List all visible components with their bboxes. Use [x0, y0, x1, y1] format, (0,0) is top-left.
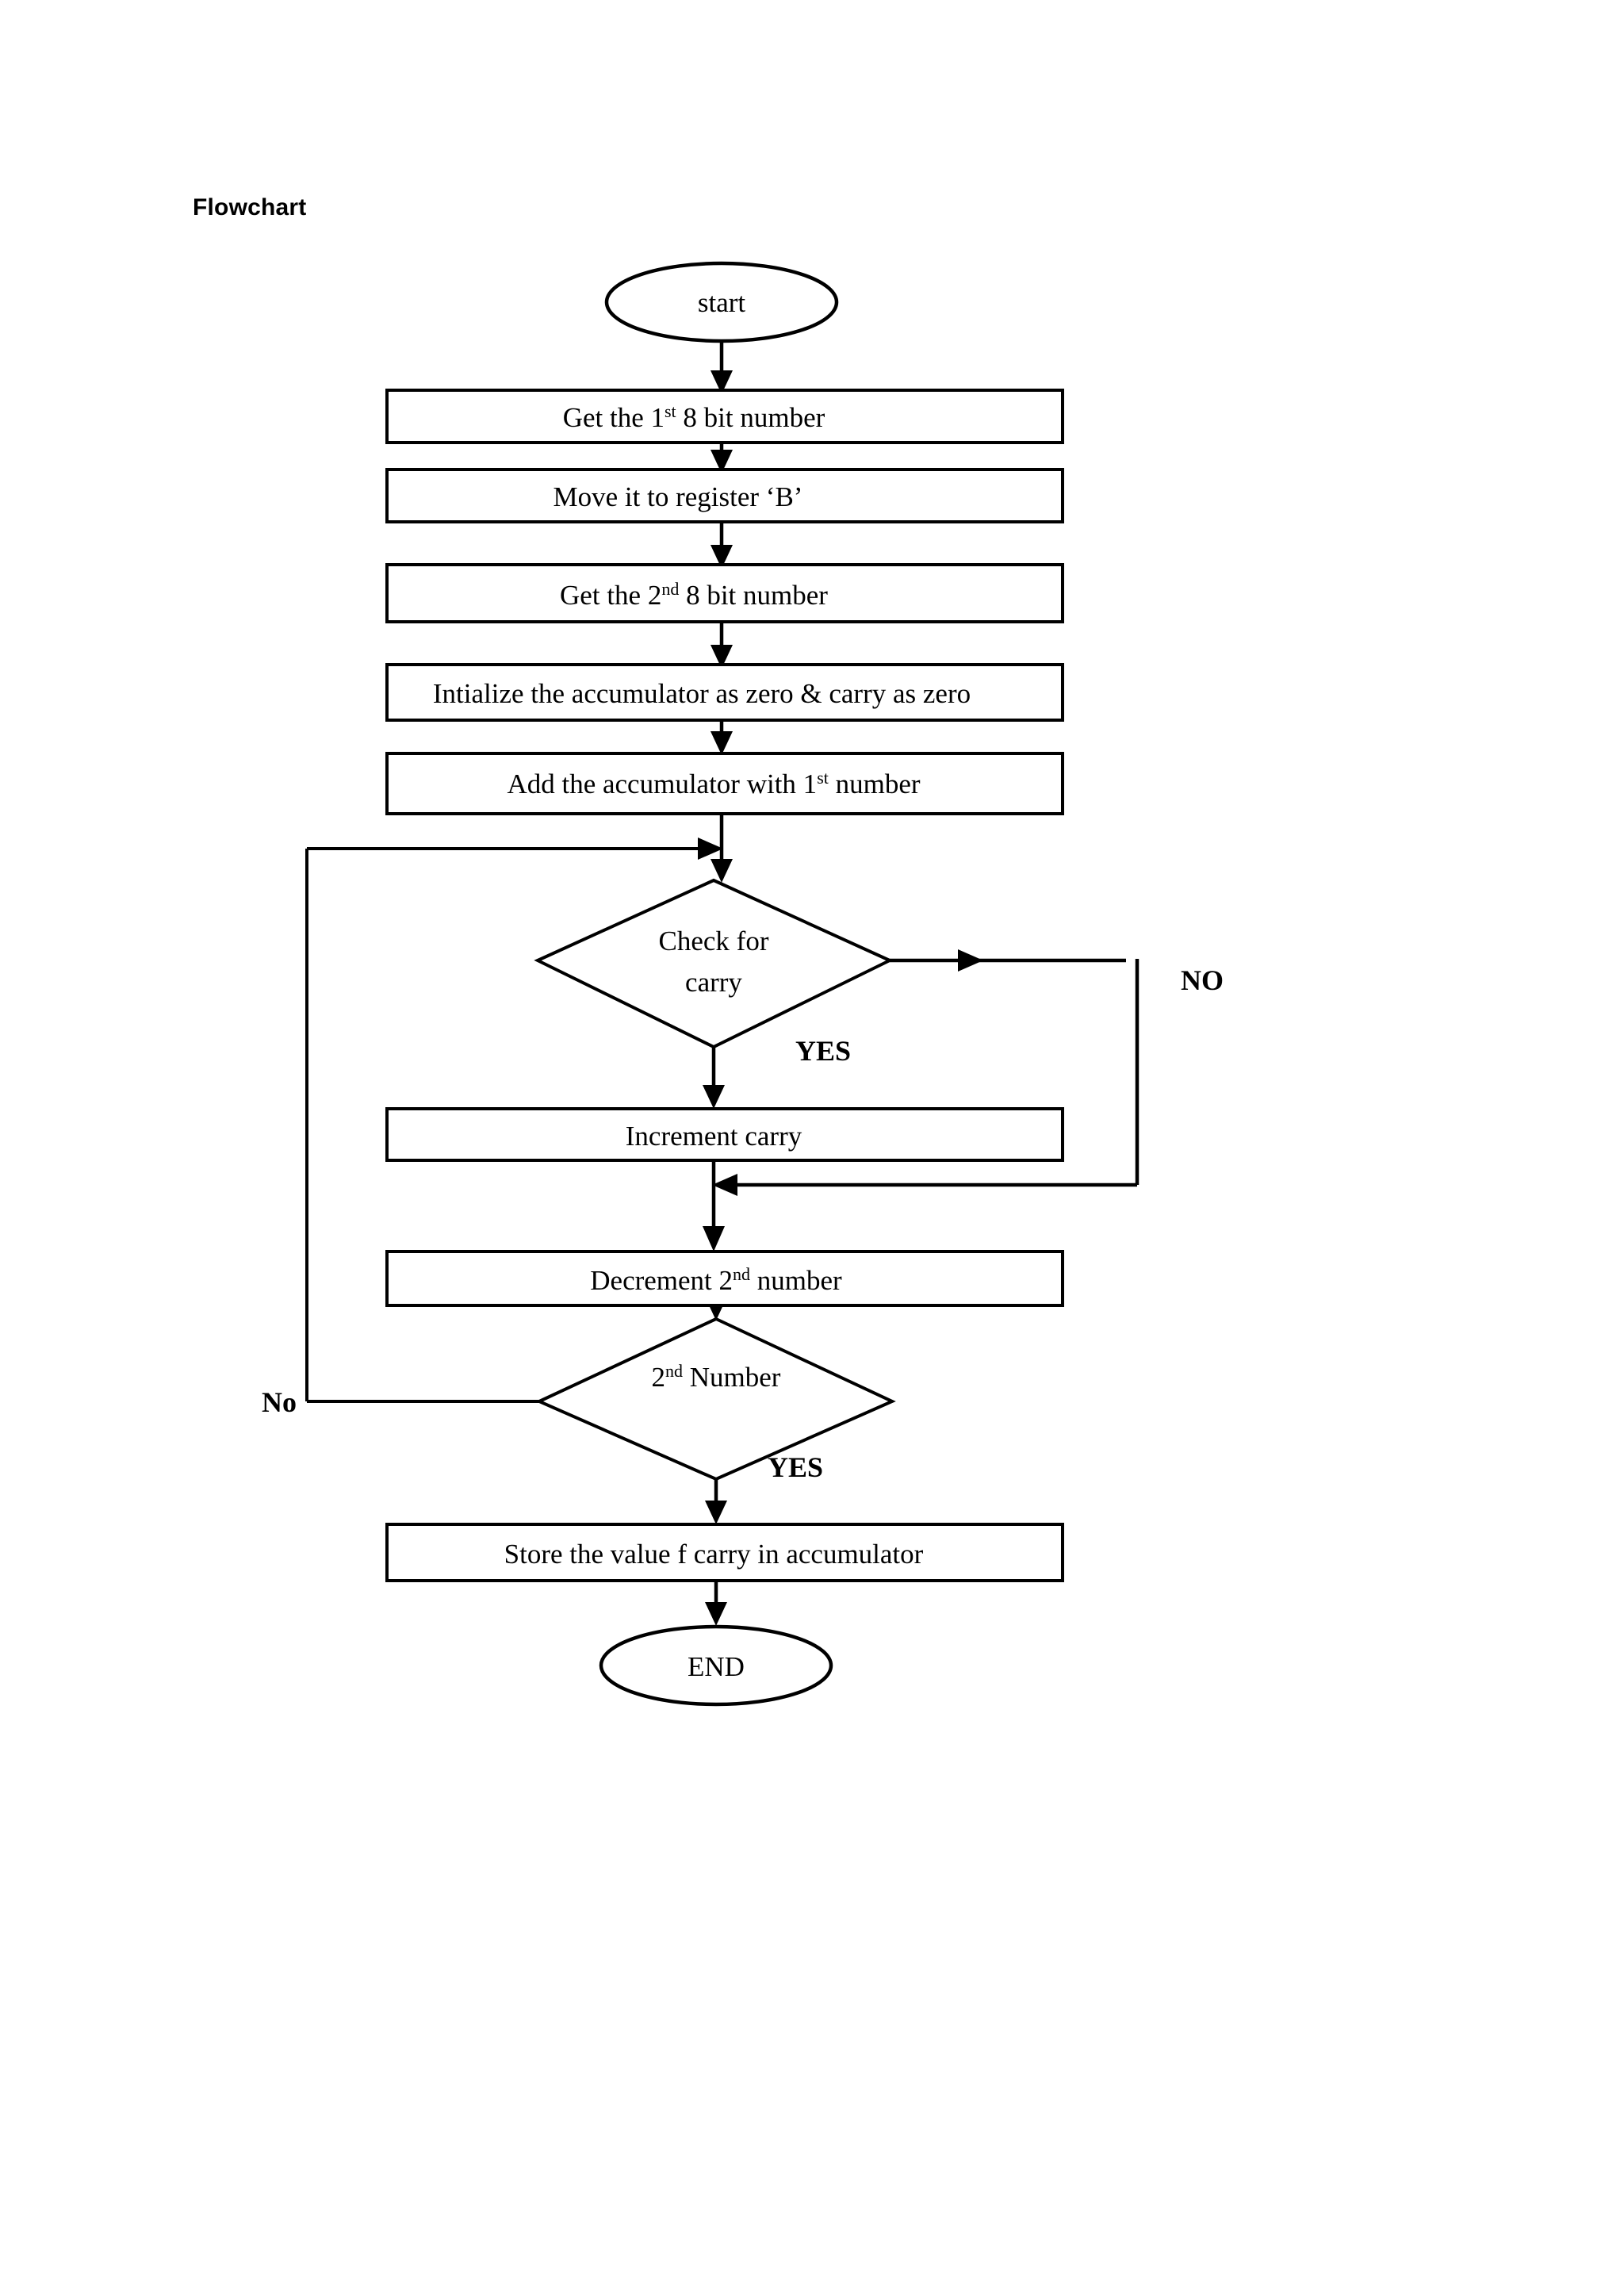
node-check-carry-label-line1: Check for: [659, 926, 769, 956]
edge-add-to-checkcarry: [710, 813, 733, 883]
node-start-label: start: [698, 287, 746, 318]
node-second-number-decision-label: 2nd Number: [652, 1361, 781, 1393]
node-end-label: END: [688, 1651, 745, 1682]
edge-label-carry-no: NO: [1181, 964, 1224, 996]
node-move-to-register-b[interactable]: Move it to register ‘B’: [385, 468, 1064, 523]
node-store-carry[interactable]: Store the value f carry in accumulator: [385, 1523, 1064, 1582]
edge-get1-to-moveb: [710, 442, 733, 473]
node-decrement-second-number[interactable]: Decrement 2nd number: [385, 1250, 1064, 1307]
edge-start-to-get1: [710, 341, 733, 394]
node-check-carry-decision[interactable]: Check for carry: [534, 878, 894, 1049]
edge-label-num2-no: No: [262, 1386, 297, 1418]
node-initialize-accumulator[interactable]: Intialize the accumulator as zero & carr…: [385, 663, 1064, 722]
edge-label-carry-yes: YES: [795, 1035, 851, 1067]
edge-num2zero-yes-to-store: [705, 1479, 727, 1524]
node-increment-carry[interactable]: Increment carry: [385, 1107, 1064, 1162]
edge-init-to-add: [710, 719, 733, 755]
node-get-first-number-label: Get the 1st 8 bit number: [563, 401, 825, 434]
node-increment-carry-label: Increment carry: [626, 1121, 802, 1152]
node-end[interactable]: END: [599, 1624, 833, 1707]
edge-checkcarry-yes-to-inccarry: [703, 1047, 725, 1109]
edge-inccarry-to-dec2: [703, 1160, 725, 1251]
node-add-accumulator[interactable]: Add the accumulator with 1st number: [385, 752, 1064, 815]
edge-store-to-end: [705, 1581, 727, 1626]
node-initialize-accumulator-label: Intialize the accumulator as zero & carr…: [433, 678, 971, 709]
node-get-second-number-label: Get the 2nd 8 bit number: [560, 579, 828, 611]
page-title: Flowchart: [193, 194, 307, 220]
edge-get2-to-init: [710, 621, 733, 669]
node-check-carry-label-line2: carry: [685, 967, 742, 998]
edge-checkcarry-no-bypass: [712, 949, 1139, 1196]
node-add-accumulator-label: Add the accumulator with 1st number: [507, 768, 920, 800]
node-decrement-second-number-label: Decrement 2nd number: [590, 1264, 842, 1297]
edge-moveb-to-get2: [710, 522, 733, 569]
edge-num2zero-no-loopback: [305, 838, 723, 1403]
node-store-carry-label: Store the value f carry in accumulator: [504, 1539, 924, 1570]
node-get-first-number[interactable]: Get the 1st 8 bit number: [385, 389, 1064, 444]
edge-label-num2-yes: YES: [768, 1451, 823, 1483]
node-get-second-number[interactable]: Get the 2nd 8 bit number: [385, 563, 1064, 623]
node-second-number-decision[interactable]: 2nd Number: [535, 1317, 896, 1481]
node-move-to-register-b-label: Move it to register ‘B’: [553, 481, 803, 512]
node-start[interactable]: start: [604, 261, 839, 343]
